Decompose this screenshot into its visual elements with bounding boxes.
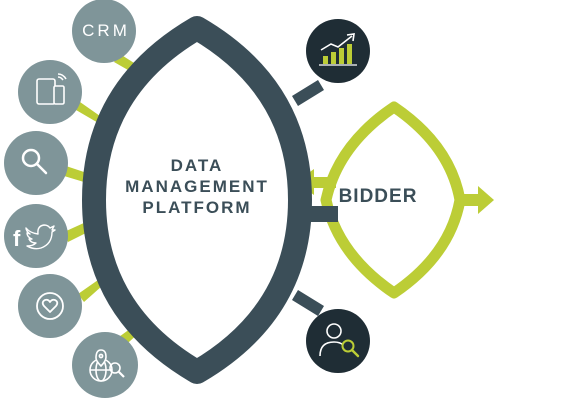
dmp-title-line-3: PLATFORM	[142, 198, 252, 217]
connector-audience	[292, 290, 324, 316]
search-icon	[21, 148, 48, 175]
dmp-outline	[82, 16, 312, 384]
output-circle-audience	[306, 309, 370, 373]
bidder-label: BIDDER	[338, 186, 418, 207]
source-circle-social	[4, 204, 68, 268]
bar-chart-growth-icon	[319, 33, 357, 66]
tablet-phone-icon	[36, 73, 67, 105]
source-circle-crm	[72, 0, 136, 63]
dmp-title-line-2: MANAGEMENT	[125, 177, 269, 196]
bidder-arrowhead	[478, 186, 494, 214]
heart-icon	[36, 292, 64, 320]
dmp-to-bidder-connector	[300, 206, 338, 222]
output-circle-analytics	[306, 19, 370, 83]
crm-label: CRM	[82, 21, 130, 40]
svg-text:f: f	[13, 226, 21, 251]
person-search-icon	[319, 323, 360, 358]
facebook-twitter-icon: f	[13, 224, 56, 251]
connector-analytics	[292, 80, 324, 106]
bidder-tail	[458, 194, 480, 206]
source-circle-devices	[18, 60, 82, 124]
dmp-title: DATA MANAGEMENT PLATFORM	[106, 155, 288, 218]
dmp-title-line-1: DATA	[170, 156, 224, 175]
globe-location-icon	[89, 349, 125, 382]
source-circle-health	[18, 274, 82, 338]
dmp-lens	[82, 16, 338, 384]
bidder-outline	[320, 101, 466, 299]
